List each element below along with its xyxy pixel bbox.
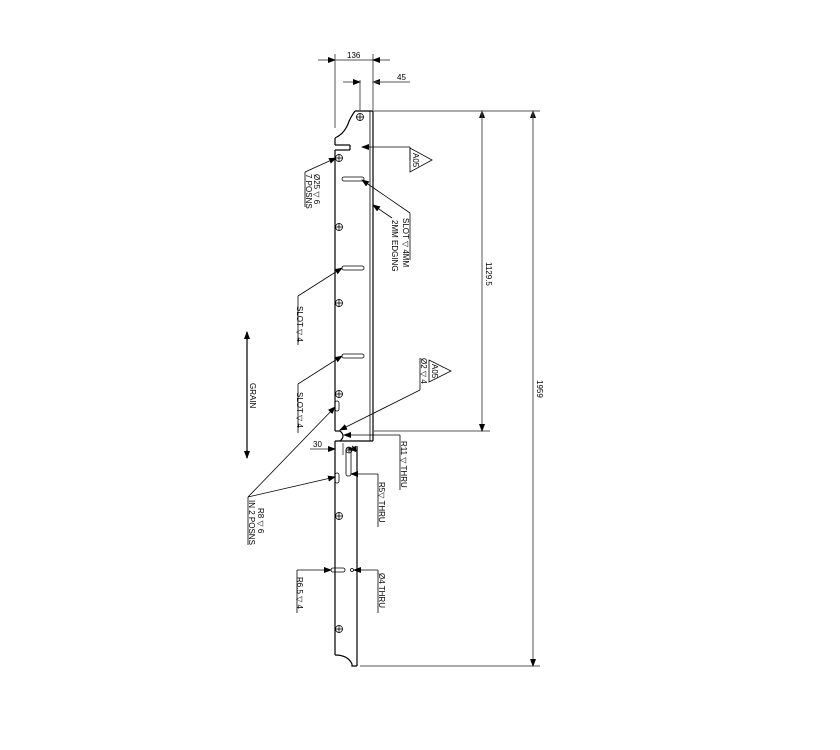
callout-r5: R5▽ THRU — [350, 471, 386, 527]
callout-slot-4mm: SLOT ▽ 4MM — [361, 179, 411, 267]
hole-icon — [335, 223, 343, 231]
callout-text: R6.5 ▽ 4 — [295, 577, 304, 609]
grain-label: GRAIN — [248, 383, 257, 409]
dim-136-label: 136 — [347, 51, 361, 60]
hole-icon — [345, 446, 353, 454]
dimension-30: 30 — [310, 440, 358, 455]
dim-30-label: 30 — [313, 440, 322, 449]
callout-text: R8 ▽ 6 — [256, 508, 265, 534]
dim-1129-label: 1129.5 — [484, 262, 493, 286]
callout-r11: R11 ▽ THRU — [343, 432, 408, 490]
callout-text: SLOT ▽ 4 — [295, 392, 304, 428]
tag-label: A05 — [430, 364, 439, 379]
hole-icon — [335, 512, 343, 520]
callout-hole-4: Ø4 THRU — [353, 567, 386, 613]
callout-slot-mid2: SLOT ▽ 4 — [295, 355, 343, 433]
callout-text: R11 ▽ THRU — [399, 441, 408, 488]
callout-text: R5▽ THRU — [377, 482, 386, 523]
callout-text: Ø2 ▽ 4 — [419, 358, 428, 384]
dim-45-label: 45 — [397, 73, 406, 82]
tag-a05-top: A05 — [361, 144, 433, 173]
callout-text: Ø4 THRU — [377, 573, 386, 608]
callout-r8: R8 ▽ 6 IN 2 POSNS — [247, 406, 336, 545]
callout-text: Ø25 ▽ 6 — [312, 174, 321, 205]
hole-icon — [335, 390, 343, 398]
dimension-45: 45 — [343, 73, 410, 110]
holes — [335, 113, 364, 633]
dimension-136: 136 — [318, 51, 390, 128]
callout-hole-25: Ø25 ▽ 6 7 POSNS — [304, 157, 337, 209]
hole-icon — [335, 625, 343, 633]
dimension-1129-5: 1129.5 — [373, 110, 540, 432]
slots — [330, 176, 365, 573]
part-outline — [334, 110, 374, 667]
callout-text: SLOT ▽ 4MM — [401, 218, 410, 267]
callout-text: IN 2 POSNS — [247, 500, 256, 545]
callout-edging: 2MM EDGING — [372, 204, 399, 272]
callout-text: 7 POSNS — [304, 174, 313, 209]
hole-icon — [335, 154, 343, 162]
tag-label: A05 — [411, 153, 420, 168]
grain-arrow: GRAIN — [244, 331, 257, 459]
dim-1959-label: 1959 — [535, 380, 544, 398]
callout-r65: R6.5 ▽ 4 — [295, 567, 332, 613]
callout-text: SLOT ▽ 4 — [295, 306, 304, 342]
callout-text: 2MM EDGING — [390, 220, 399, 272]
dimension-1959: 1959 — [360, 110, 544, 667]
hole-icon — [356, 113, 364, 121]
callout-slot-mid1: SLOT ▽ 4 — [295, 267, 343, 345]
hole-icon — [335, 299, 343, 307]
tag-a05-mid: A05 Ø2 ▽ 4 — [339, 358, 452, 431]
